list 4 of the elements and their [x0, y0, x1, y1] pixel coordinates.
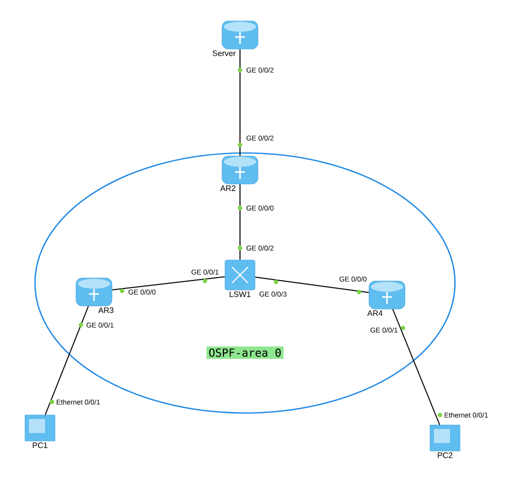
link-line: [254, 276, 370, 294]
link-line: [392, 308, 440, 426]
link-line: [112, 276, 226, 290]
link-line: [44, 306, 89, 416]
